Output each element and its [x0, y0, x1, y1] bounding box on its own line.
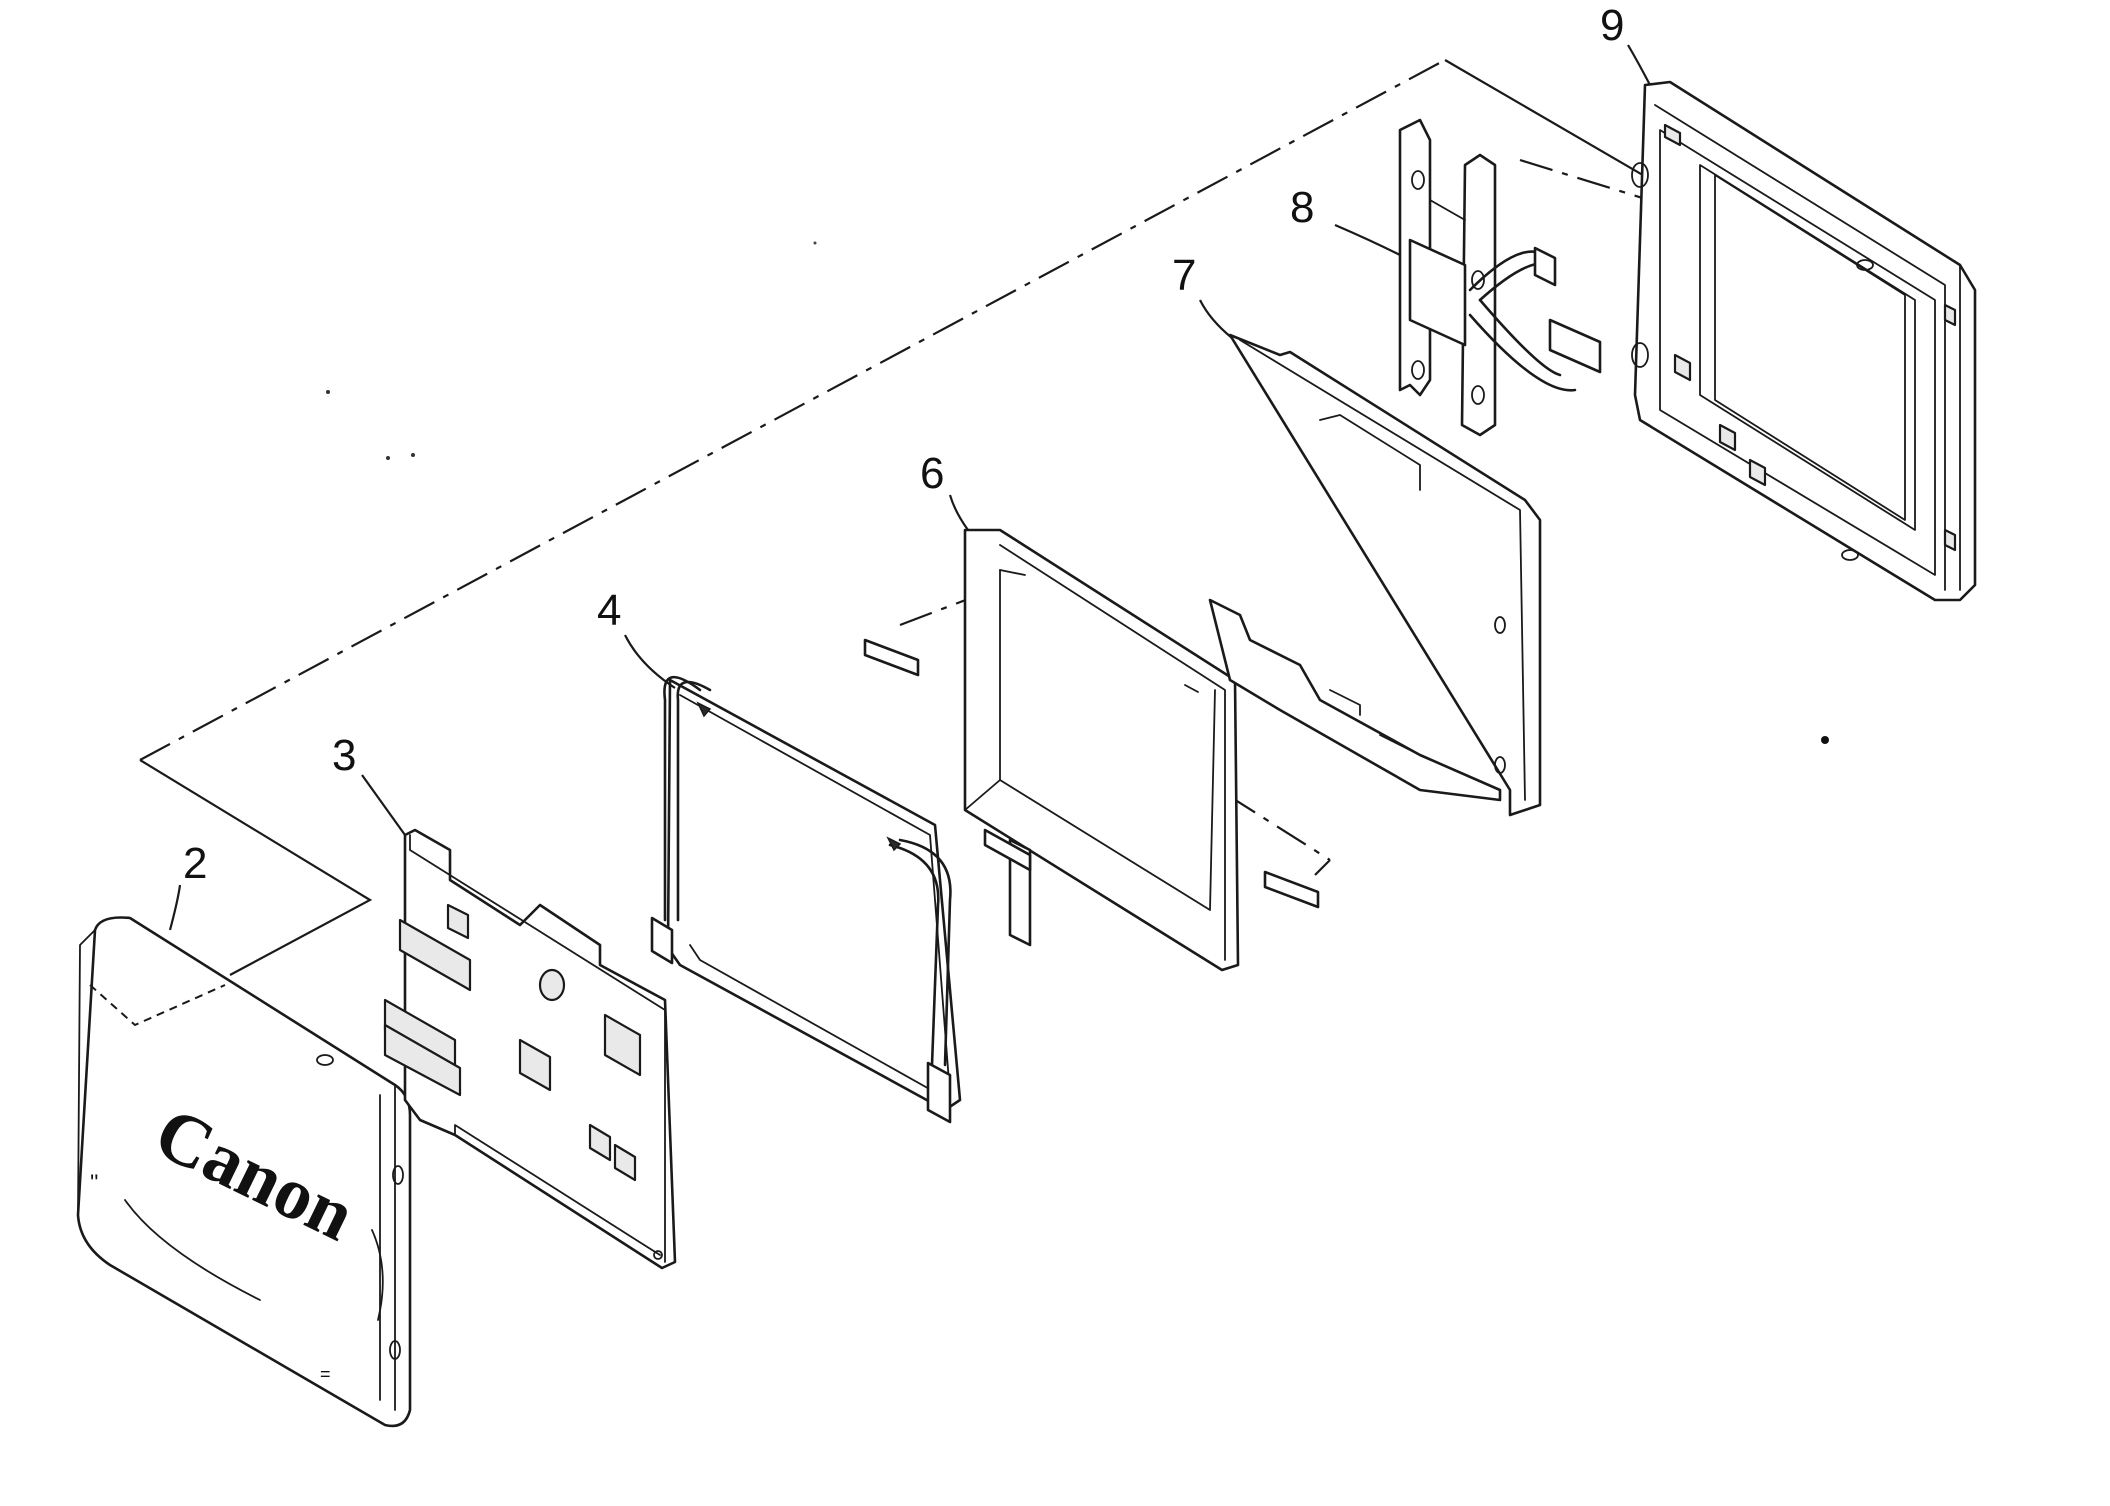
- scan-specks: [326, 241, 1829, 744]
- callout-part-4: 4: [597, 586, 621, 635]
- callout-leaders: [168, 44, 1651, 931]
- circuit-board-part: [383, 828, 677, 1270]
- rear-housing-part: [1631, 80, 1977, 602]
- callout-part-9: 9: [1600, 1, 1624, 50]
- callout-labels: 2 3 4 6 7 8 9: [183, 1, 1624, 888]
- side-bracket-part: [1208, 333, 1542, 817]
- callout-part-3: 3: [332, 731, 356, 780]
- callout-part-2: 2: [183, 839, 207, 888]
- backlight-part: [650, 675, 962, 1124]
- svg-text:=: =: [320, 1364, 331, 1384]
- hinge-part: [1398, 118, 1602, 437]
- front-cover-part: '' = Canon: [76, 916, 412, 1428]
- lcd-panel-part: [963, 528, 1240, 972]
- lcd-spacer-strips: [863, 638, 1320, 909]
- svg-text:'': '': [90, 1170, 98, 1195]
- callout-part-7: 7: [1172, 251, 1196, 300]
- callout-part-6: 6: [920, 449, 944, 498]
- callout-part-8: 8: [1290, 183, 1314, 232]
